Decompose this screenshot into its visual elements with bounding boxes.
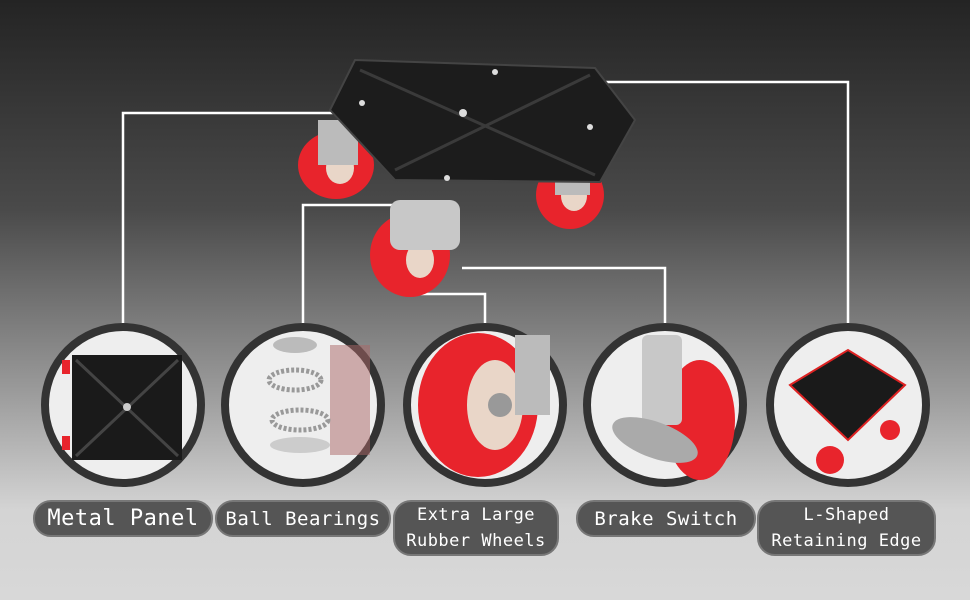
label-text: Metal Panel bbox=[47, 505, 199, 531]
label-text-line2: Rubber Wheels bbox=[406, 531, 546, 551]
caster-wheels bbox=[298, 120, 604, 297]
label-text: Ball Bearings bbox=[225, 507, 381, 530]
label-text-line1: L-Shaped bbox=[803, 505, 890, 525]
label-brake-switch: Brake Switch bbox=[576, 500, 756, 537]
detail-brake-switch bbox=[583, 323, 747, 487]
detail-rubber-wheels bbox=[403, 323, 567, 487]
metal-panel bbox=[328, 58, 637, 184]
label-metal-panel: Metal Panel bbox=[33, 500, 213, 537]
label-text: Brake Switch bbox=[594, 507, 738, 530]
detail-circles bbox=[41, 323, 930, 487]
label-text-line2: Retaining Edge bbox=[771, 531, 922, 551]
detail-metal-panel bbox=[41, 323, 205, 487]
label-text-line1: Extra Large bbox=[416, 505, 536, 525]
detail-ball-bearings bbox=[221, 323, 385, 487]
label-ball-bearings: Ball Bearings bbox=[215, 500, 391, 537]
detail-retaining-edge bbox=[766, 323, 930, 487]
